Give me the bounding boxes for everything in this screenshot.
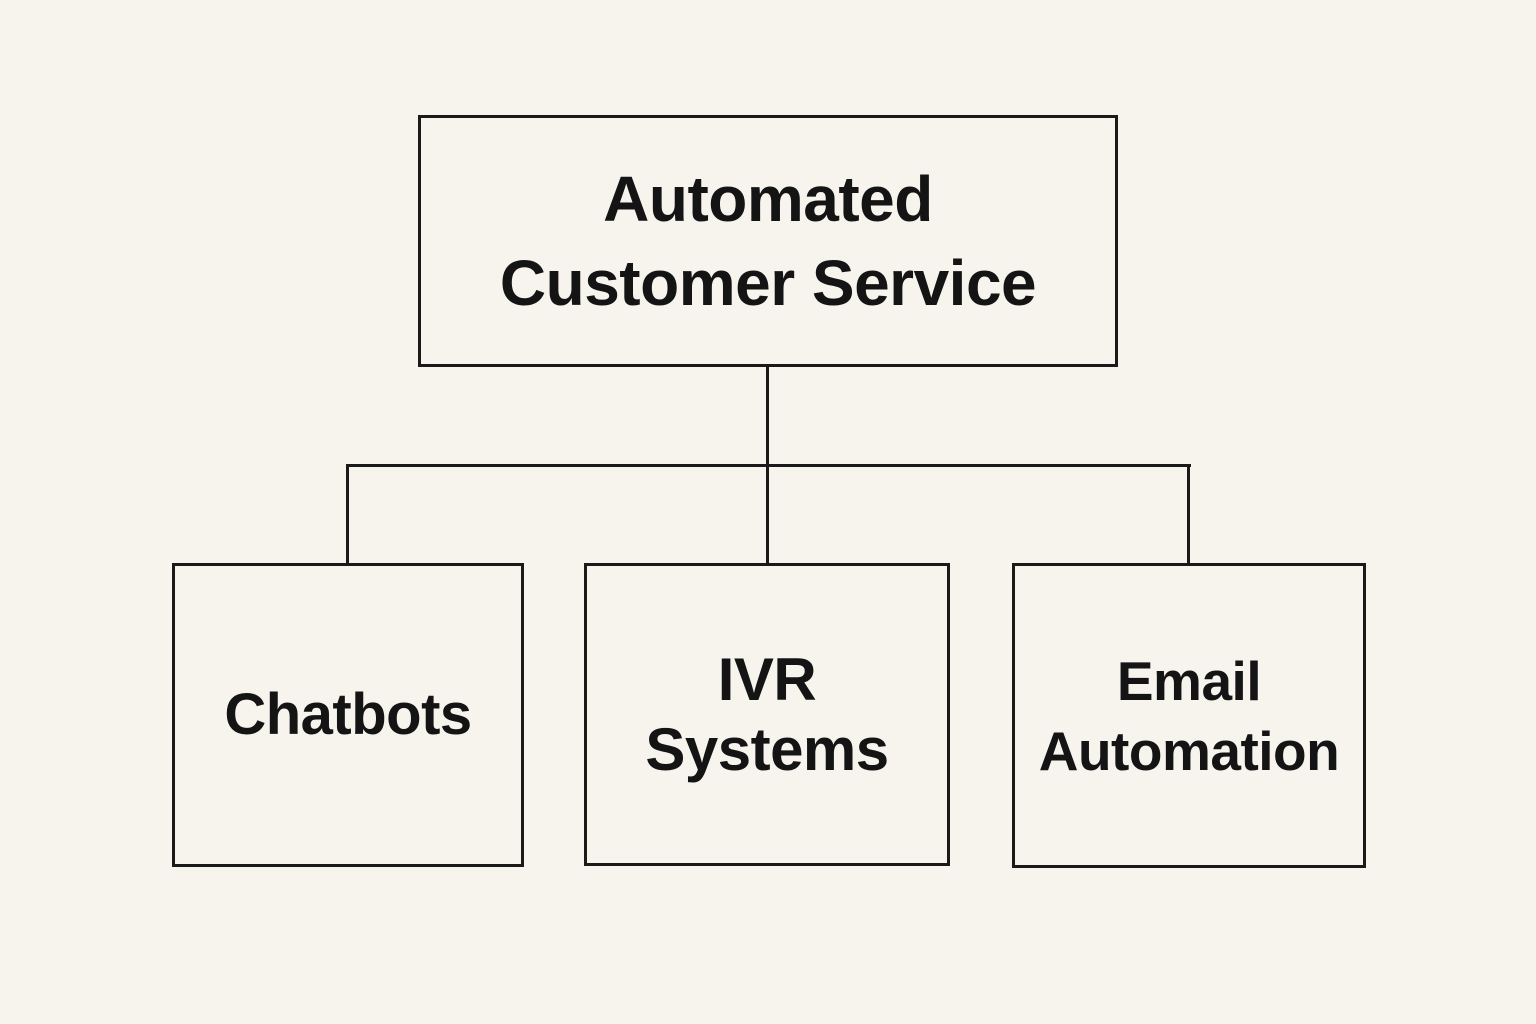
node-ivr-systems: IVR Systems <box>584 563 950 866</box>
connector-root-stem <box>766 367 769 466</box>
node-ivr-label-line2: Systems <box>645 715 889 783</box>
node-automated-customer-service: Automated Customer Service <box>418 115 1118 367</box>
node-root-label-line2: Customer Service <box>499 247 1037 319</box>
node-email-automation: Email Automation <box>1012 563 1366 868</box>
connector-drop-email-automation <box>1187 465 1190 565</box>
node-email-label-line2: Automation <box>1038 719 1340 782</box>
node-root-label-line1: Automated <box>603 163 933 235</box>
node-chatbots-label: Chatbots <box>224 682 472 747</box>
connector-drop-ivr-systems <box>766 465 769 565</box>
node-ivr-label-line1: IVR <box>717 645 817 713</box>
node-chatbots: Chatbots <box>172 563 524 867</box>
node-email-label-line1: Email <box>1116 649 1262 712</box>
connector-drop-chatbots <box>346 465 349 565</box>
